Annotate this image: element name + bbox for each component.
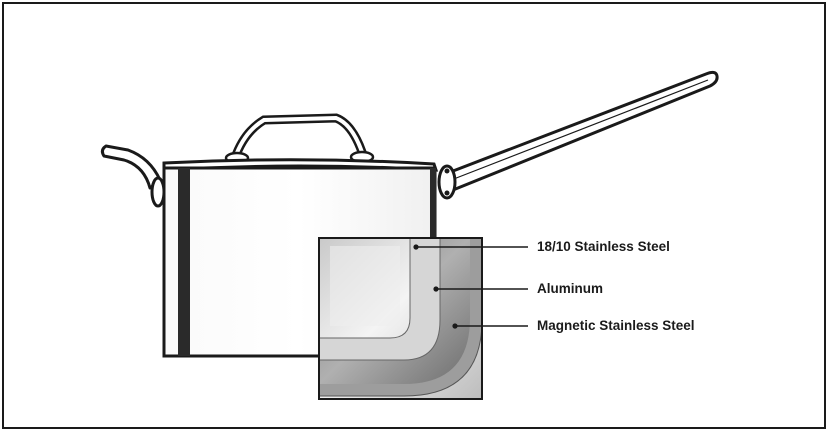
lid-handle [224,113,375,165]
side-handle [100,144,166,208]
callout-leaders [413,244,528,329]
long-handle [437,70,719,200]
label-stainless-steel: 18/10 Stainless Steel [537,239,670,254]
label-magnetic-stainless-steel: Magnetic Stainless Steel [537,318,695,333]
label-aluminum: Aluminum [537,281,603,296]
cross-section-inset [318,237,483,400]
